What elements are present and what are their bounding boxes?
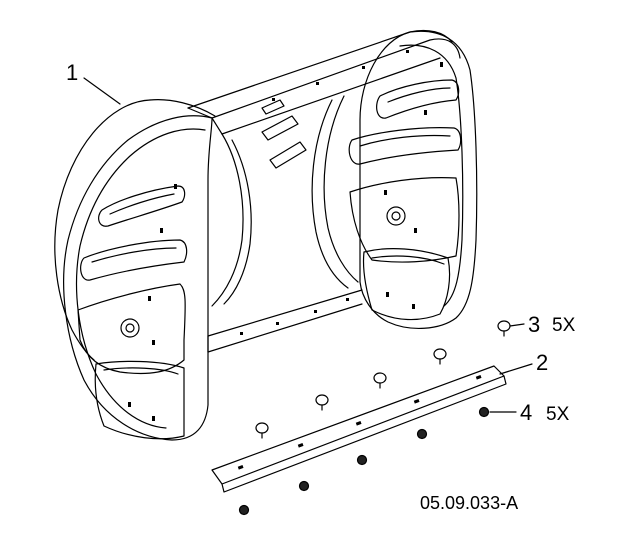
auger-housing xyxy=(54,29,478,441)
trough-slot-1 xyxy=(261,115,299,141)
shave-plate-edge xyxy=(221,375,507,493)
leader-line-1 xyxy=(83,77,121,105)
callout-3: 3 xyxy=(528,312,541,337)
carriage-bolt-callout xyxy=(497,320,511,337)
bottom-angle-front xyxy=(207,303,363,353)
left-panel-inner-edge xyxy=(75,128,206,429)
trough-right-curve-inner xyxy=(323,95,359,283)
leader-line-3 xyxy=(509,323,525,327)
bottom-angle-top xyxy=(207,289,363,337)
callout-3-quantity: 5X xyxy=(552,315,576,336)
right-bearing-hole xyxy=(391,211,401,221)
leader-line-2 xyxy=(499,363,533,375)
shave-plate-slots xyxy=(237,375,482,470)
left-panel-outline xyxy=(63,115,213,441)
drawing-code: 05.09.033-A xyxy=(420,493,519,513)
right-skid-shoe xyxy=(362,248,451,321)
trough-slot-2 xyxy=(269,141,307,169)
right-plate xyxy=(349,177,460,263)
right-panel-inner-edge xyxy=(399,44,464,307)
right-bearing-boss xyxy=(386,206,406,226)
left-rib-upper-inner xyxy=(109,193,175,215)
left-skid-inner xyxy=(103,367,179,375)
carriage-bolt xyxy=(315,394,329,411)
callout-4: 4 xyxy=(520,400,533,425)
trough-slot-3 xyxy=(261,99,285,115)
trough-left-curve-inner xyxy=(223,139,252,305)
left-rib-middle-inner xyxy=(91,247,177,263)
right-rib-middle xyxy=(348,127,462,165)
left-bearing-hole xyxy=(125,323,135,333)
shave-plate xyxy=(211,365,507,493)
left-cylinder-back xyxy=(54,99,151,361)
hex-nut xyxy=(416,428,428,440)
right-rib-middle-inner xyxy=(359,134,451,147)
left-rib-middle xyxy=(80,239,188,281)
carriage-bolt xyxy=(373,372,387,389)
callout-4-quantity: 5X xyxy=(546,404,570,425)
left-skid-shoe xyxy=(94,360,185,440)
right-rib-upper xyxy=(376,79,460,119)
left-cylinder-rim xyxy=(149,99,216,117)
trough-left-curve xyxy=(211,133,244,307)
carriage-bolts xyxy=(255,320,511,439)
top-channel-front xyxy=(211,38,461,119)
housing-holes xyxy=(128,50,443,421)
right-skid-inner xyxy=(371,255,445,265)
left-rib-upper xyxy=(98,185,186,227)
callout-2: 2 xyxy=(536,350,549,375)
hex-nut xyxy=(356,454,368,466)
right-panel-outline xyxy=(359,30,478,329)
top-channel-back xyxy=(187,29,453,109)
carriage-bolt xyxy=(255,422,269,439)
hex-nuts xyxy=(238,406,490,516)
carriage-bolt xyxy=(433,348,447,365)
left-bearing-boss xyxy=(120,318,140,338)
hex-nut xyxy=(238,504,250,516)
trough-right-curve xyxy=(311,99,349,289)
hex-nut xyxy=(298,480,310,492)
left-plate xyxy=(77,283,186,375)
hex-nut xyxy=(478,406,490,418)
right-rib-upper-inner xyxy=(387,87,451,103)
callout-1: 1 xyxy=(66,60,79,85)
top-channel-end xyxy=(187,107,223,135)
top-channel-lower xyxy=(221,57,441,135)
